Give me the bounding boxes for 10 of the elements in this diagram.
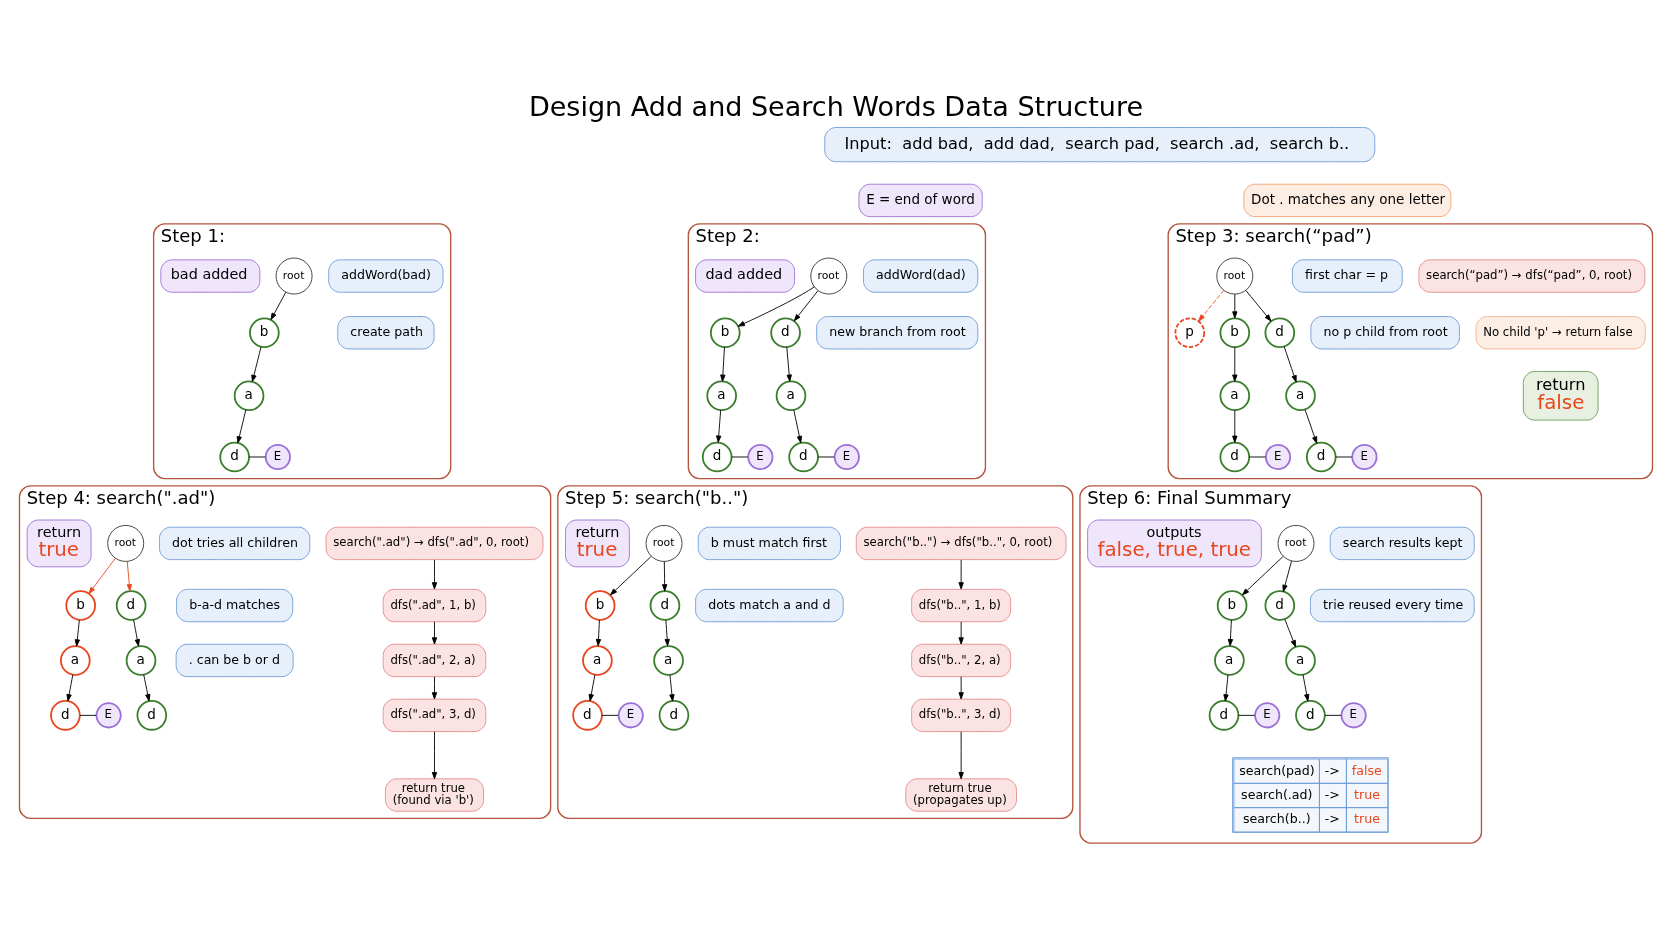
label: -> xyxy=(1324,762,1340,778)
label: search(.ad) xyxy=(1241,786,1313,802)
label: search(pad) xyxy=(1239,762,1315,778)
label: true xyxy=(1354,786,1380,802)
label: true xyxy=(1354,811,1380,827)
label: false xyxy=(1351,762,1382,778)
label: -> xyxy=(1324,786,1340,802)
diagram-title: Design Add and Search Words Data Structure xyxy=(528,90,1144,122)
label: -> xyxy=(1324,811,1340,827)
label: search(b..) xyxy=(1242,811,1311,827)
